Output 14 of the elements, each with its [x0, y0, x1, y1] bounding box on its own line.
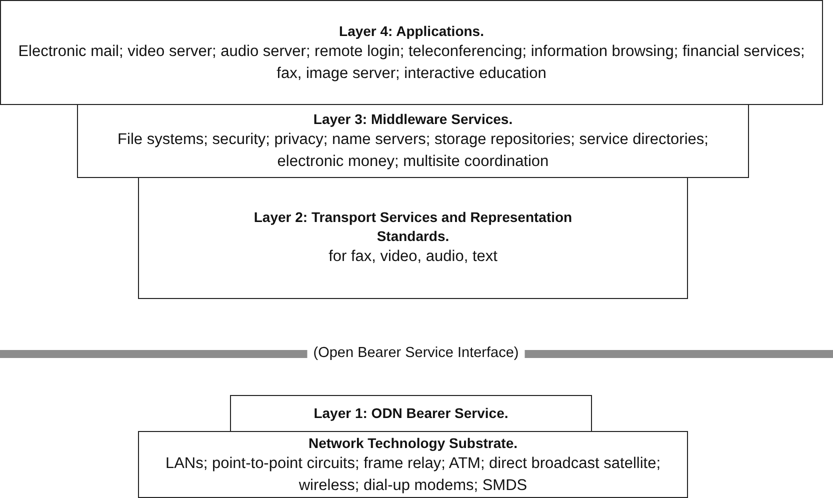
layer-box	[138, 177, 688, 299]
layer-box	[77, 104, 749, 178]
layer-title: Layer 1: ODN Bearer Service.	[314, 404, 508, 423]
layer-title: Layer 2: Transport Services and Representation Standards.	[252, 208, 574, 246]
layer-description: for fax, video, audio, text	[328, 247, 498, 267]
layer-box	[230, 395, 592, 432]
layer-title: Network Technology Substrate.	[308, 434, 518, 453]
layer-box	[138, 431, 688, 498]
layer-title: Layer 4: Applications.	[339, 22, 484, 41]
layer-box	[0, 0, 823, 105]
layer-title: Layer 3: Middleware Services.	[313, 110, 513, 128]
layer-description: Electronic mail; video server; audio server; remote login; teleconferencing; information browsing; financial services; fax, image server; interactive education	[17, 42, 806, 84]
layer-description: File systems; security; privacy; name servers; storage repositories; service directories; electronic money; multisite coordination	[116, 130, 710, 172]
layer-description: LANs; point-to-point circuits; frame relay; ATM; direct broadcast satellite; wireless; dial-up modems; SMDS	[164, 454, 662, 496]
